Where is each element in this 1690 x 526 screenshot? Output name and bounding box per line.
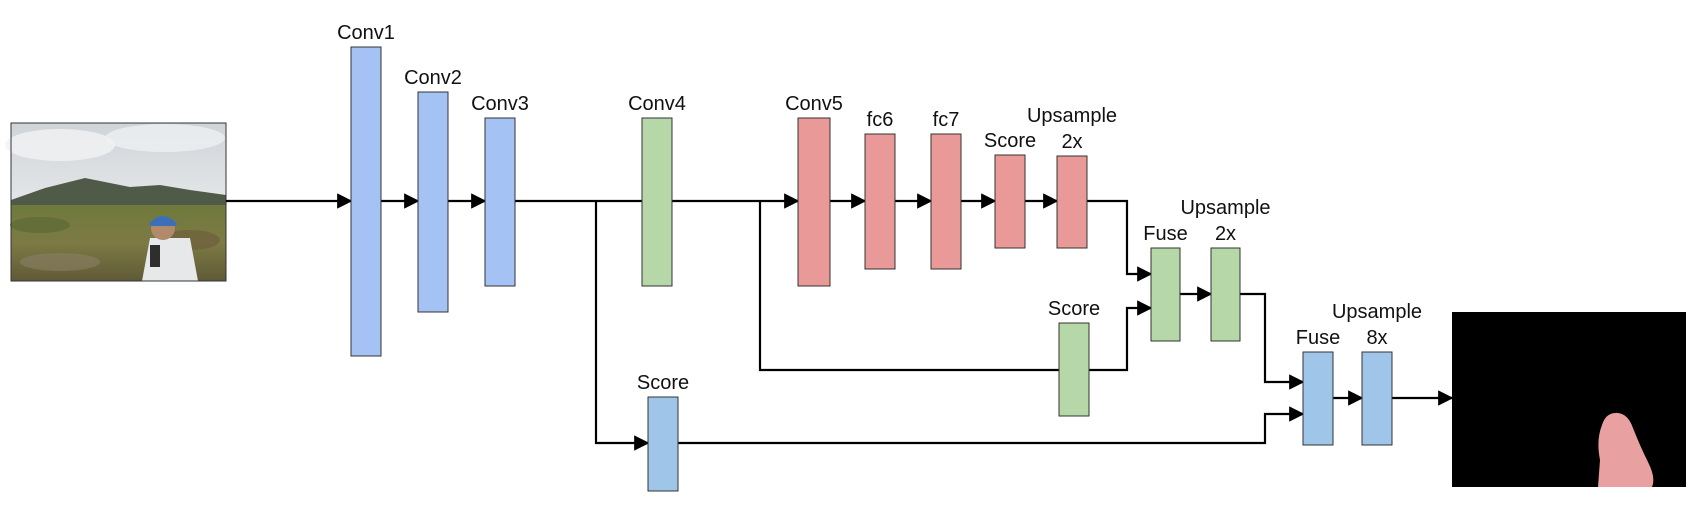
conv4-block: [641, 117, 673, 287]
score-bottom-label: Score: [637, 372, 689, 394]
upsample-top-block: [1056, 155, 1088, 249]
upsample-mid-label: Upsample: [1180, 197, 1270, 219]
arrow-upsample-to-fuse-final: [1240, 292, 1305, 390]
fc7-block: [930, 133, 962, 270]
layer-fuse-final: Fuse: [1296, 327, 1340, 446]
upsample-mid-block: [1210, 247, 1241, 342]
layer-fc7: fc7: [930, 109, 962, 270]
layer-fc6: fc6: [864, 109, 896, 270]
arrow-pool4-branch: [758, 201, 1059, 372]
layer-score-top: Score: [984, 130, 1036, 249]
score-top-block: [994, 154, 1026, 249]
upsample-final-label: Upsample: [1332, 301, 1422, 323]
arrow-score-mid-to-fuse: [1089, 300, 1153, 372]
connection-arrows: [226, 193, 1454, 451]
arrow-pool3-branch: [594, 201, 650, 451]
layer-conv2: Conv2: [404, 67, 462, 313]
score-bottom-block: [647, 396, 679, 492]
layer-upsample-final: Upsample 8x: [1332, 301, 1422, 446]
layer-fuse-mid: Fuse: [1143, 223, 1188, 342]
fuse-final-block: [1302, 351, 1334, 446]
layer-score-bottom: Score: [637, 372, 689, 492]
arrow-upsample-to-fuse: [1087, 199, 1153, 282]
upsample-top-label: Upsample: [1027, 105, 1117, 127]
upsample-final-label: 8x: [1366, 327, 1387, 349]
layer-conv5: Conv5: [785, 93, 843, 287]
segmentation-output: [1452, 312, 1686, 487]
upsample-final-block: [1361, 351, 1393, 446]
score-mid-label: Score: [1048, 298, 1100, 320]
layer-conv1: Conv1: [337, 22, 395, 357]
layer-conv3: Conv3: [471, 93, 529, 287]
fuse-mid-block: [1150, 247, 1181, 342]
upsample-top-label: 2x: [1061, 131, 1082, 153]
layer-score-mid: Score: [1048, 298, 1100, 417]
conv5-label: Conv5: [785, 93, 843, 115]
fuse-mid-label: Fuse: [1143, 223, 1187, 245]
fc6-label: fc6: [867, 109, 894, 131]
fuse-final-label: Fuse: [1296, 327, 1340, 349]
upsample-mid-label: 2x: [1215, 223, 1236, 245]
conv1-label: Conv1: [337, 22, 395, 44]
conv3-label: Conv3: [471, 93, 529, 115]
conv2-block: [417, 91, 449, 313]
fc7-label: fc7: [933, 109, 960, 131]
layer-upsample-top: Upsample 2x: [1027, 105, 1117, 249]
conv1-block: [350, 46, 382, 357]
conv2-label: Conv2: [404, 67, 462, 89]
conv3-block: [484, 117, 516, 287]
score-mid-block: [1058, 322, 1090, 417]
conv5-block: [797, 117, 831, 287]
input-image: [5, 122, 227, 282]
fc6-block: [864, 133, 896, 270]
arrow-score-bottom-to-fuse-final: [678, 406, 1305, 445]
score-top-label: Score: [984, 130, 1036, 152]
layer-upsample-mid: Upsample 2x: [1180, 197, 1271, 342]
conv4-label: Conv4: [628, 93, 686, 115]
layer-conv4: Conv4: [628, 93, 686, 287]
